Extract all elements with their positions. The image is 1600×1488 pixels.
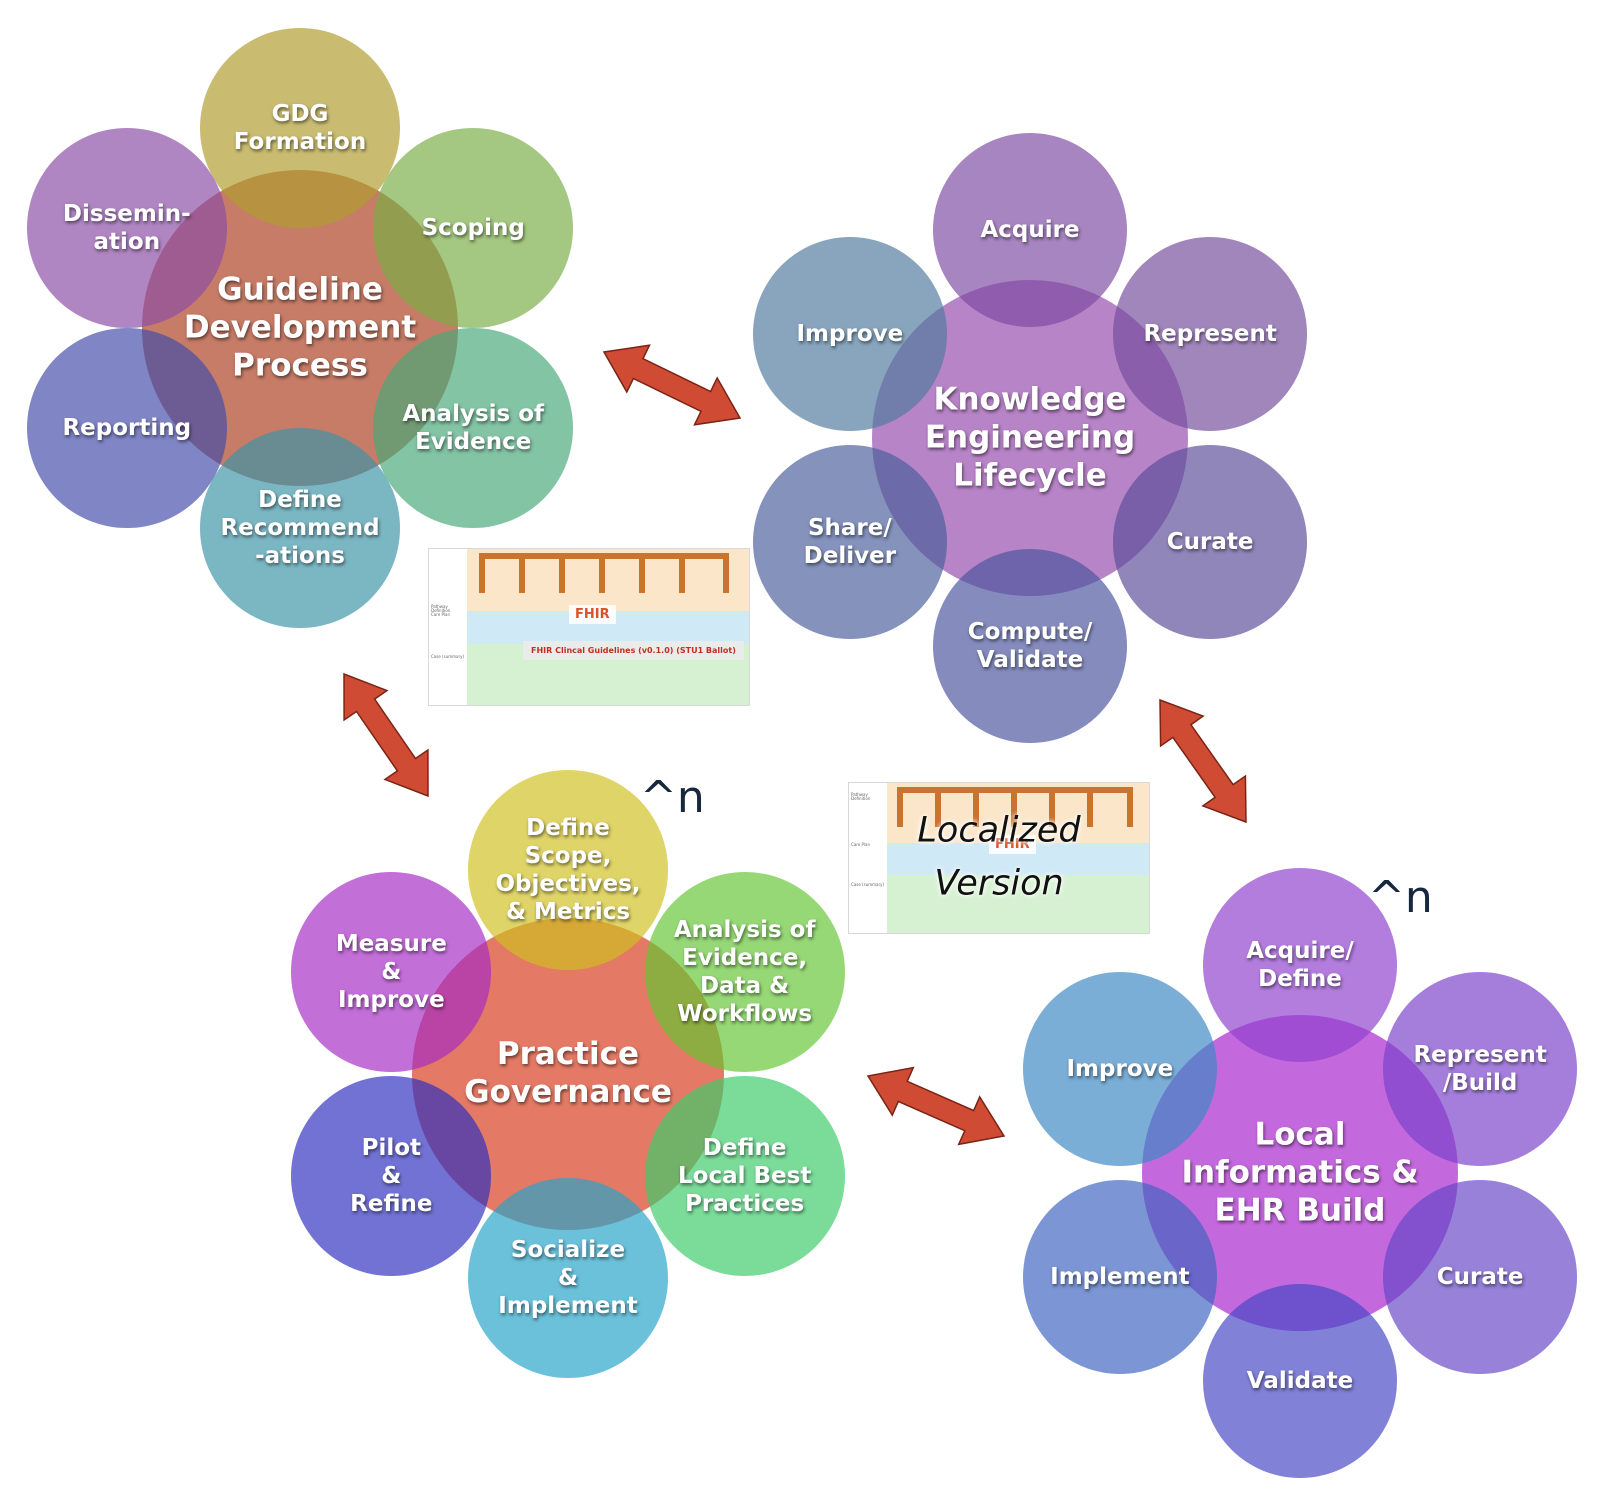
guideline-petal-analysis-of-evidence — [373, 328, 574, 528]
thumbnail-row-labels: Pathway Definition Care Plan Case (summa… — [849, 783, 887, 933]
local-petal-represent-build — [1383, 972, 1578, 1166]
local-petal-improve — [1022, 972, 1217, 1166]
guideline-petal-gdg-formation — [200, 28, 400, 228]
local-petal-acquire-define — [1203, 868, 1397, 1062]
pathway-pillar — [559, 553, 565, 593]
localized-fhir-thumbnail: Pathway Definition Care Plan Case (summa… — [848, 782, 1150, 934]
knowledge-petal-label-share-deliver: Share/ Deliver — [803, 514, 897, 569]
knowledge-petal-label-improve: Improve — [796, 320, 904, 347]
pathway-pillar — [723, 553, 729, 593]
practice-petal-analysis-of-evidence-data — [644, 872, 845, 1072]
knowledge-center-label: Knowledge Engineering Lifecycle — [924, 381, 1136, 493]
knowledge-petal-share-deliver — [752, 445, 947, 639]
practice-petal-define-local-best-practices — [644, 1076, 845, 1276]
knowledge-petal-improve — [752, 237, 947, 431]
local-petal-label-improve: Improve — [1066, 1055, 1174, 1082]
thumbnail-caption: FHIR Clincal Guidelines (v0.1.0) (STU1 B… — [523, 641, 744, 660]
guideline-center-label: Guideline Development Process — [183, 271, 417, 383]
knowledge-petal-label-compute-validate: Compute/ Validate — [967, 618, 1093, 673]
pathway-band — [467, 549, 749, 612]
pathway-pillar — [599, 553, 605, 593]
fhir-logo: FHIR — [989, 835, 1036, 854]
guideline-petal-label-gdg-formation: GDG Formation — [233, 100, 367, 155]
practice-petal-socialize-implement — [468, 1178, 668, 1378]
guideline-petal-label-reporting: Reporting — [62, 414, 192, 441]
guideline-petal-label-scoping: Scoping — [421, 214, 525, 241]
pathway-pillar — [679, 553, 685, 593]
practice-petal-measure-improve — [291, 872, 492, 1072]
pathway-band — [887, 783, 1149, 843]
knowledge-petal-acquire — [933, 133, 1127, 327]
pathway-pillar — [935, 787, 941, 827]
knowledge-petal-curate — [1113, 445, 1308, 639]
local-center-label: Local Informatics & EHR Build — [1181, 1116, 1419, 1228]
local-petal-curate — [1383, 1180, 1578, 1374]
knowledge-petal-label-curate: Curate — [1166, 528, 1254, 555]
knowledge-petal-represent — [1113, 237, 1308, 431]
guideline-petal-dissemination — [26, 128, 227, 328]
pathway-pillar — [519, 553, 525, 593]
practice-petal-pilot-refine — [291, 1076, 492, 1276]
row-label-case: Case (summary) — [431, 654, 465, 659]
pathway-pillar — [479, 553, 485, 593]
guideline-petal-label-analysis-of-evidence: Analysis of Evidence — [402, 400, 545, 455]
pathway-pillar — [1011, 787, 1017, 827]
case-band — [887, 874, 1149, 933]
arrow-practice-local — [866, 1066, 1006, 1146]
arrow-knowledge-local — [1159, 698, 1247, 824]
guideline-petal-label-define-recommendations: Define Recommend -ations — [220, 486, 380, 570]
pathway-pillar — [1127, 787, 1133, 827]
local-petal-label-implement: Implement — [1050, 1263, 1190, 1290]
practice-petal-label-socialize-implement: Socialize & Implement — [498, 1236, 638, 1320]
guideline-petal-reporting — [26, 328, 227, 528]
pathway-pillar — [1087, 787, 1093, 827]
superscript-n: ^n — [1368, 872, 1433, 923]
row-label-careplan: Care Plan — [431, 612, 451, 617]
fhir-logo: FHIR — [569, 605, 616, 624]
pathway-pillar — [639, 553, 645, 593]
pathway-pillar — [1049, 787, 1055, 827]
knowledge-petal-label-represent: Represent — [1143, 320, 1277, 347]
arrow-guideline-knowledge — [602, 344, 742, 426]
local-petal-label-represent-build: Represent /Build — [1413, 1041, 1547, 1096]
pathway-pillar — [973, 787, 979, 827]
guideline-petal-define-recommendations — [200, 428, 400, 628]
local-petal-label-curate: Curate — [1436, 1263, 1524, 1290]
practice-petal-label-pilot-refine: Pilot & Refine — [350, 1134, 433, 1218]
practice-petal-label-define-local-best-practices: Define Local Best Practices — [677, 1134, 812, 1218]
superscript-n: ^n — [640, 772, 705, 823]
practice-petal-label-analysis-of-evidence-data: Analysis of Evidence, Data & Workflows — [673, 916, 816, 1028]
row-label-pathway: Pathway Definition — [851, 792, 871, 802]
row-label-careplan: Care Plan — [851, 842, 871, 847]
local-petal-validate — [1203, 1284, 1397, 1478]
guideline-petal-scoping — [373, 128, 574, 328]
practice-petal-define-scope — [468, 770, 668, 970]
pathway-pillar — [897, 787, 903, 827]
local-petal-label-validate: Validate — [1246, 1367, 1354, 1394]
practice-petal-label-measure-improve: Measure & Improve — [335, 930, 447, 1014]
thumbnail-row-labels: Pathway Definition Care Plan Case (summa… — [429, 549, 467, 705]
knowledge-petal-label-acquire: Acquire — [980, 216, 1080, 243]
local-petal-implement — [1022, 1180, 1217, 1374]
row-label-case: Case (summary) — [851, 882, 885, 887]
knowledge-petal-compute-validate — [933, 549, 1127, 743]
fhir-guideline-thumbnail: Pathway Definition Care Plan Case (summa… — [428, 548, 750, 706]
row-label-pathway: Pathway Definition — [431, 604, 451, 614]
guideline-petal-label-dissemination: Dissemin- ation — [62, 200, 191, 255]
localized-version-label: Localized Version — [917, 810, 1081, 904]
practice-petal-label-define-scope: Define Scope, Objectives, & Metrics — [495, 814, 641, 926]
arrow-guideline-practice — [343, 672, 429, 798]
practice-center-label: Practice Governance — [464, 1036, 672, 1110]
local-petal-label-acquire-define: Acquire/ Define — [1246, 937, 1354, 992]
